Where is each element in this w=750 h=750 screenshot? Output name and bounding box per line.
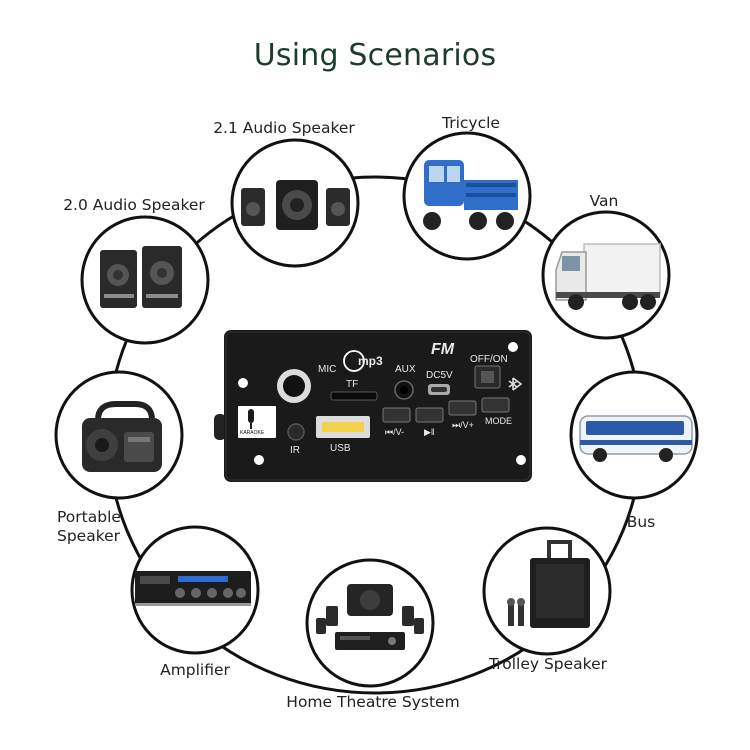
label-off-on: OFF/ON (470, 354, 508, 365)
mp3-module: MIC mp3 TF AUX FM DC5V OFF/ON USB IR KAR… (214, 330, 532, 482)
scenario-circle-audio20 (80, 215, 210, 345)
scenario-circle-van (541, 210, 671, 340)
mount-hole (238, 378, 248, 388)
scenario-circle-amplifier (130, 525, 260, 655)
scenario-circle-home-theatre (305, 558, 435, 688)
karaoke-badge (238, 406, 276, 438)
label-audio20: 2.0 Audio Speaker (63, 196, 205, 214)
label-dc5v: DC5V (426, 370, 453, 381)
speaker-21-icon (241, 180, 350, 230)
label-trolley: Trolley Speaker (489, 655, 607, 673)
label-tricycle: Tricycle (442, 114, 500, 132)
label-van: Van (589, 192, 619, 210)
label-bus: Bus (626, 513, 656, 531)
mount-hole (508, 342, 518, 352)
module-screw (214, 414, 226, 440)
bluetooth-icon (508, 377, 523, 391)
mount-hole (516, 455, 526, 465)
label-home-theatre: Home Theatre System (286, 693, 460, 711)
scenario-circle-tricycle (402, 131, 532, 261)
label-portable-line1: Portable (57, 508, 121, 526)
label-karaoke: KARAOKE (240, 430, 265, 436)
label-brand: FM (431, 341, 455, 358)
trolley-speaker-icon (507, 540, 590, 628)
next-button (448, 400, 477, 416)
tf-slot (330, 391, 378, 401)
amplifier-icon (135, 571, 251, 606)
speaker-20-icon (100, 246, 182, 308)
label-mic: MIC (318, 364, 336, 375)
module-board (224, 330, 532, 482)
label-mp3: mp3 (358, 354, 383, 368)
page-title: Using Scenarios (253, 38, 497, 73)
label-mode: MODE (485, 416, 512, 426)
van-icon (555, 243, 661, 310)
scenario-circle-portable (54, 370, 184, 500)
tricycle-icon (423, 160, 518, 230)
bus-icon (579, 415, 693, 462)
mode-button (481, 397, 510, 413)
home-theatre-icon (316, 584, 424, 650)
label-prev-vol: ⏮/V- (385, 427, 404, 437)
prev-button (382, 407, 411, 423)
play-pause-button (415, 407, 444, 423)
mount-hole (254, 455, 264, 465)
scenario-circle-bus (569, 370, 699, 500)
label-amplifier: Amplifier (160, 661, 230, 679)
scenario-circle-audio21 (230, 138, 360, 268)
label-portable-line2: Speaker (57, 527, 121, 545)
mp3-logo-icon (343, 350, 365, 372)
label-usb: USB (330, 443, 351, 454)
label-ir: IR (290, 445, 300, 456)
ir-receiver (287, 423, 305, 441)
label-next-vol: ⏭/V+ (452, 420, 474, 430)
label-aux: AUX (395, 364, 416, 375)
microphone-icon (248, 409, 254, 429)
label-play-pause: ▶‖ (424, 427, 435, 437)
label-tf: TF (346, 379, 358, 390)
label-audio21: 2.1 Audio Speaker (213, 119, 355, 137)
scenario-circle-trolley (482, 526, 612, 656)
portable-speaker-icon (82, 401, 162, 472)
